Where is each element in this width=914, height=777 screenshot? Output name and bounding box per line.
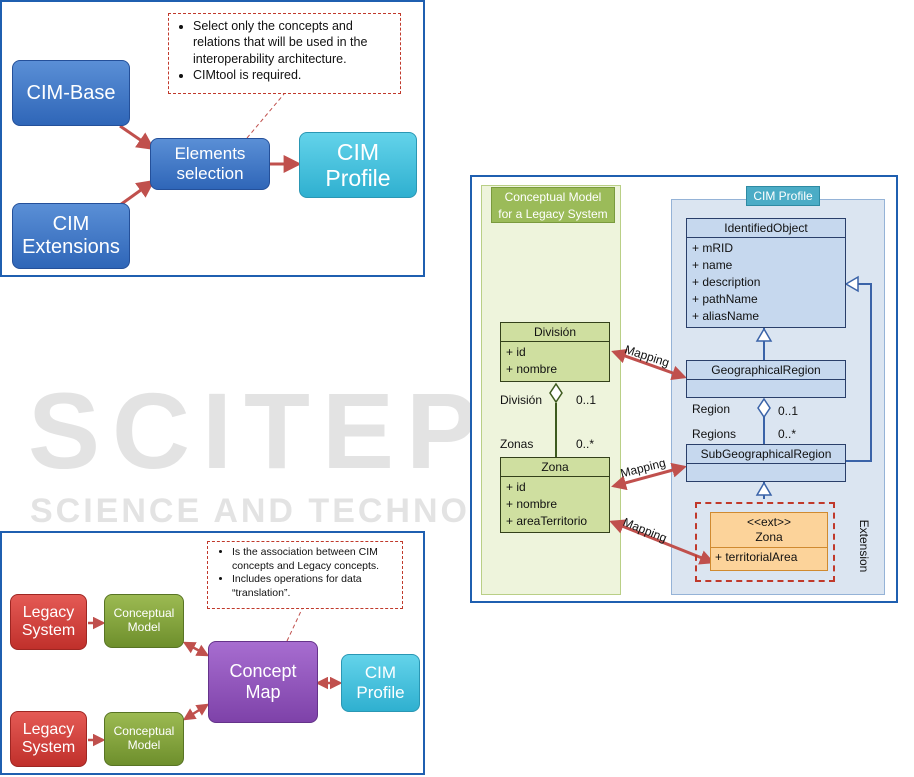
- zona-attr-nombre: + nombre: [506, 497, 558, 511]
- identified-object-attr-mrid: + mRID: [692, 241, 734, 255]
- identified-object-attr-description: + description: [692, 275, 761, 289]
- sub-geographical-region-name: SubGeographicalRegion: [687, 445, 845, 464]
- elements-selection-label-2: selection: [176, 164, 244, 183]
- extension-label: Extension: [857, 519, 871, 573]
- cim-profile-2-label-1: CIM: [364, 663, 397, 683]
- zona-attr-areaterritorio: + areaTerritorio: [506, 514, 588, 528]
- region-multiplicity: 0..1: [778, 404, 799, 418]
- legacy-system-1-label-1: Legacy: [22, 603, 75, 621]
- legacy-system-1-label-2: System: [21, 622, 76, 639]
- division-role-label: División: [500, 393, 543, 407]
- division-name: División: [501, 323, 609, 342]
- elements-selection-label-1: Elements: [174, 144, 246, 164]
- regions-multiplicity: 0..*: [778, 427, 797, 441]
- cim-profile-process-panel: CIM-Base CIM Extensions Elements selecti…: [0, 0, 425, 277]
- panel2-connectors: [88, 608, 343, 747]
- legacy-package-title: Conceptual Model for a Legacy System: [491, 187, 615, 223]
- regions-role-label: Regions: [692, 427, 737, 441]
- concept-map-note-item-2: Includes operations for data “translatio…: [232, 573, 394, 600]
- geographical-region-class: GeographicalRegion: [686, 360, 846, 398]
- ext-zona-attr-territorialarea: + territorialArea: [715, 550, 798, 564]
- elements-selection-box: Elements selection: [150, 138, 270, 190]
- division-attr-nombre: + nombre: [506, 362, 558, 376]
- concept-map-label-1: Concept: [229, 661, 297, 682]
- conceptual-model-2-label-2: Model: [127, 738, 161, 752]
- concept-map-note: Is the association between CIM concepts …: [207, 541, 403, 609]
- zona-class: Zona + id + nombre + areaTerritorio: [500, 457, 610, 533]
- ext-zona-class: <<ext>> Zona + territorialArea: [710, 512, 828, 571]
- zonas-role-label: Zonas: [500, 437, 534, 451]
- extension-box: [695, 502, 835, 582]
- legacy-system-2-label-2: System: [21, 739, 76, 756]
- concept-map-note-item-1: Is the association between CIM concepts …: [232, 546, 394, 573]
- selection-note-item-2: CIMtool is required.: [193, 67, 392, 83]
- legacy-system-2-label-1: Legacy: [22, 720, 75, 738]
- identified-object-name: IdentifiedObject: [687, 219, 845, 238]
- identified-object-attr-pathname: + pathName: [692, 292, 758, 306]
- conceptual-model-1-label-2: Model: [127, 620, 161, 634]
- cim-profile-2-label-2: Profile: [356, 683, 405, 702]
- cim-profile-box: CIM Profile: [299, 132, 417, 198]
- cim-extensions-label-1: CIM: [52, 213, 90, 235]
- cim-base-label: CIM-Base: [26, 81, 116, 104]
- division-multiplicity: 0..1: [576, 393, 597, 407]
- zonas-multiplicity: 0..*: [576, 437, 595, 451]
- cim-profile-package-title: CIM Profile: [746, 186, 820, 206]
- conceptual-model-2-label-1: Conceptual: [113, 724, 175, 739]
- mapping-diagram-panel: Conceptual Model for a Legacy System CIM…: [470, 175, 898, 603]
- selection-note-item-1: Select only the concepts and relations t…: [193, 18, 392, 67]
- ext-zona-name: Zona: [755, 530, 783, 544]
- conceptual-model-box-2: Conceptual Model: [104, 712, 184, 766]
- cim-extensions-box: CIM Extensions: [12, 203, 130, 269]
- panel1-connectors: [119, 93, 302, 207]
- identified-object-attr-aliasname: + aliasName: [692, 309, 760, 323]
- concept-map-label-2: Map: [245, 682, 281, 702]
- cim-profile-box-2: CIM Profile: [341, 654, 420, 712]
- identified-object-class: IdentifiedObject + mRID + name + descrip…: [686, 218, 846, 328]
- division-attr-id: + id: [506, 345, 526, 359]
- ext-zona-stereotype: <<ext>>: [746, 515, 792, 529]
- cim-base-box: CIM-Base: [12, 60, 130, 126]
- legacy-package-title-2: for a Legacy System: [498, 207, 608, 221]
- legacy-package-title-1: Conceptual Model: [504, 190, 602, 204]
- cim-profile-label-2: Profile: [325, 165, 391, 191]
- sub-geographical-region-class: SubGeographicalRegion: [686, 444, 846, 482]
- cim-profile-label-1: CIM: [336, 138, 380, 165]
- region-role-label: Region: [692, 402, 731, 416]
- zona-name: Zona: [501, 458, 609, 477]
- conceptual-model-1-label-1: Conceptual: [113, 606, 175, 621]
- identified-object-attr-name: + name: [692, 258, 733, 272]
- selection-note: Select only the concepts and relations t…: [168, 13, 401, 94]
- division-class: División + id + nombre: [500, 322, 610, 382]
- concept-map-box: Concept Map: [208, 641, 318, 723]
- legacy-system-box-2: Legacy System: [10, 711, 87, 767]
- zona-attr-id: + id: [506, 480, 526, 494]
- conceptual-model-box-1: Conceptual Model: [104, 594, 184, 648]
- geographical-region-name: GeographicalRegion: [687, 361, 845, 380]
- concept-map-panel: Legacy System Legacy System Conceptual M…: [0, 531, 425, 775]
- legacy-system-box-1: Legacy System: [10, 594, 87, 650]
- cim-extensions-label-2: Extensions: [22, 236, 120, 258]
